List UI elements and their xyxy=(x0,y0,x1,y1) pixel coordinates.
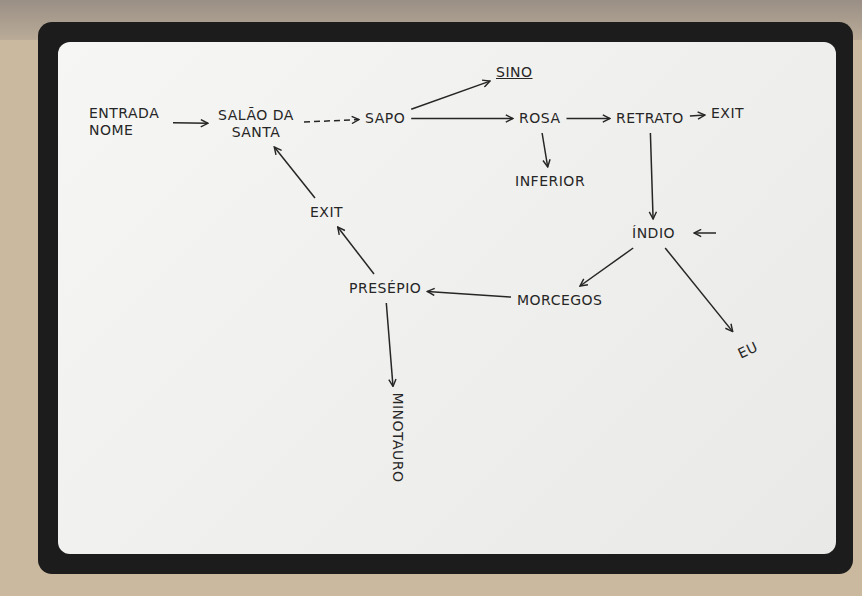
arrow-connector xyxy=(427,291,511,297)
loose-arrow xyxy=(694,232,716,234)
text-node: EXIT xyxy=(307,201,346,224)
arrow-connector xyxy=(338,227,374,274)
text-node: PRESÉPIO xyxy=(346,277,424,300)
arrow-connector xyxy=(386,303,393,386)
text-node: SALÃO DA SANTA xyxy=(211,104,301,144)
text-node: SAPO xyxy=(362,107,408,130)
arrow-connector xyxy=(411,81,490,109)
node-label: MINOTAURO xyxy=(389,392,406,482)
node-label: EXIT xyxy=(310,204,343,221)
text-node: MINOTAURO xyxy=(386,389,409,485)
text-node: INFERIOR xyxy=(512,170,588,193)
node-label: ENTRADA NOME xyxy=(89,105,167,139)
text-node: SINO xyxy=(493,61,536,84)
arrow-connector xyxy=(274,147,315,198)
text-node: ROSA xyxy=(516,107,563,130)
node-label: ÍNDIO xyxy=(632,225,675,242)
text-node: ÍNDIO xyxy=(629,222,678,245)
arrow-connector xyxy=(665,248,733,332)
arrow-connector xyxy=(567,118,611,120)
node-label: MORCEGOS xyxy=(517,292,603,309)
arrow-connector xyxy=(580,248,633,286)
node-label: SAPO xyxy=(365,110,405,127)
arrow-connector xyxy=(690,114,705,116)
arrow-connector xyxy=(542,133,548,167)
arrow-connector xyxy=(304,120,359,122)
node-label: INFERIOR xyxy=(515,173,585,190)
text-node: ENTRADA NOME xyxy=(86,102,170,142)
node-label: SINO xyxy=(496,64,533,81)
node-label: ROSA xyxy=(519,110,560,127)
arrow-connector xyxy=(173,122,208,124)
node-label: EXIT xyxy=(711,105,744,122)
text-node: MORCEGOS xyxy=(514,289,606,312)
node-label: PRESÉPIO xyxy=(349,280,421,297)
node-label: SALÃO DA SANTA xyxy=(214,107,298,141)
arrow-connector xyxy=(411,118,513,120)
text-node: RETRATO xyxy=(613,107,687,130)
node-label: EU xyxy=(735,339,760,363)
arrow-connector xyxy=(650,133,653,219)
text-node: EXIT xyxy=(708,102,747,125)
node-label: RETRATO xyxy=(616,110,684,127)
